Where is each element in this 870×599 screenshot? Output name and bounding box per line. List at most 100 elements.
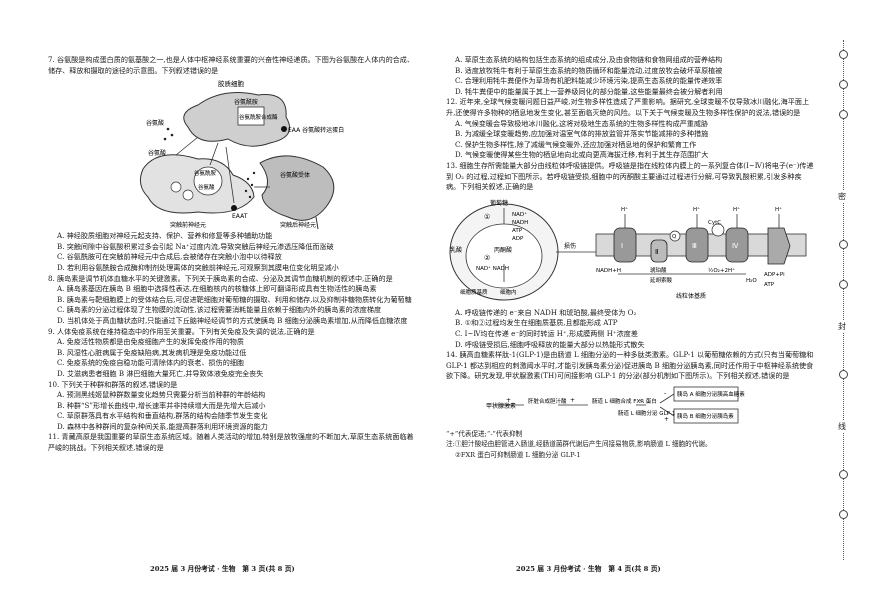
binding-hole xyxy=(839,510,848,519)
left-page-footer: 2025 届 3 月份考试 · 生物 第 3 页(共 8 页) xyxy=(150,565,295,573)
node-islet-b: 胰岛 B 细胞分泌胰岛素 xyxy=(677,412,734,420)
label-vesicle: 谷氨酸 xyxy=(198,183,215,191)
q7-option-c: C. 谷氨酰胺可在突触前神经元中合成后,会被储存在突触小泡中以待释放 xyxy=(57,252,282,262)
node-islet-a: 胰岛 A 细胞分泌胰高血糖素 xyxy=(677,390,745,398)
q7-option-b: B. 突触间隙中谷氨酸积累过多会引起 Na⁺过度内流,导致突触后神经元渗透压降低… xyxy=(57,241,334,251)
q9-option-d: D. 艾滋病患者细胞 B 淋巴细胞大量死亡,并导致体液免疫完全丧失 xyxy=(57,368,264,378)
q9-option-b: B. 风湿性心脏病属于免疫缺陷病,其发病机理是免疫功能过低 xyxy=(57,347,247,357)
node-th: 甲状腺激素 xyxy=(486,402,516,410)
q10-option-a: A. 预测黑线姬鼠种群数量变化趋势只需要分析当前种群的年龄结构 xyxy=(57,390,266,400)
glp1-flow-diagram: 甲状腺激素 肝脏合成胆汁酸 肠道 L 细胞合成 FXR 蛋白 肠道 L 细胞分泌… xyxy=(486,386,745,424)
q8-option-c: C. 胰岛素的分泌过程体现了生物膜的流动性,该过程需要消耗能量且依赖于细胞内外的… xyxy=(57,305,382,315)
label-cytc: CytC xyxy=(708,220,721,226)
q14-note-2: ②FXR 蛋白可抑制肠道 L 细胞分泌 GLP-1 xyxy=(455,451,581,460)
binding-hole xyxy=(839,110,848,119)
label-adp-pi: ADP+Pi xyxy=(764,272,785,278)
label-nad-nadh: NAD⁺ NADH xyxy=(476,265,509,272)
q8-option-a: A. 胰岛素基因在胰岛 B 细胞中选择性表达,在细胞核内的核糖体上即可翻译形成具… xyxy=(57,284,377,294)
q10-option-d: D. 森林中各种群间的复杂种间关系,能提高群落利用环境资源的能力 xyxy=(57,421,268,431)
q7-option-d: D. 若利用谷氨酰胺合成酶抑制剂处理离体的突触前神经元,可观察到其膜电位变化明显… xyxy=(57,262,339,272)
binding-margin: 密 封 线 xyxy=(821,40,866,560)
binding-hole xyxy=(839,240,848,249)
right-page-footer: 2025 届 3 月份考试 · 生物 第 4 页(共 8 页) xyxy=(516,565,661,573)
binding-dotted-line xyxy=(843,40,844,560)
label-glutamate-2: 谷氨酸 xyxy=(148,149,166,157)
label-receptor: 谷氨酸受体 xyxy=(280,171,310,179)
question-13-stem: 13. 细胞生存所需能量大部分由线粒体呼吸链提供。呼吸链是指在线粒体内膜上的一系… xyxy=(446,160,814,192)
binding-hole xyxy=(839,280,848,289)
binding-hole xyxy=(839,470,848,479)
q12-option-c: C. 保护生物多样性,除了减缓气候变暖外,还应加强对栖息地的保护和繁育工作 xyxy=(455,139,697,149)
label-h-2: H⁺ xyxy=(693,206,700,213)
binding-label-mi: 密 xyxy=(838,190,846,203)
respiratory-chain-figure: 葡萄糖 NAD⁺ NADH ATP ADP ① ② 乳酸 丙酮酸 NAD⁺ NA… xyxy=(446,194,814,306)
label-postsynaptic: 突触后神经元 xyxy=(280,221,316,229)
label-atp: ATP xyxy=(512,228,523,234)
label-h-1: H⁺ xyxy=(621,206,628,213)
label-cytoplasm: 细胞质基质 xyxy=(460,288,488,296)
q11-option-b: B. 适度放牧牦牛有利于草原生态系统的物质循环和能量流动,过度放牧会破坏草原植被 xyxy=(455,65,723,75)
question-14-stem: 14. 胰高血糖素样肽-1(GLP-1)是由肠道 L 细胞分泌的一种多肽类激素。… xyxy=(446,350,814,381)
label-glutamine-mid: 谷氨酰胺 xyxy=(194,169,217,177)
q9-option-a: A. 免疫活性物质都是由免疫细胞产生的发挥免疫作用的物质 xyxy=(57,337,244,347)
label-glutamine-top: 谷氨酰胺 xyxy=(234,98,258,106)
binding-hole xyxy=(839,370,848,379)
label-step-2: ② xyxy=(484,254,490,262)
q13-option-d: D. 呼吸链受损后,细胞呼吸释放的能量大部分以热能形式散失 xyxy=(455,339,645,349)
q7-option-a: A. 神经胶质细胞对神经元起支持、保护、营养和修复等多种辅助功能 xyxy=(57,231,273,241)
label-mito-matrix: 线粒体基质 xyxy=(676,292,706,300)
label-adp: ADP xyxy=(512,236,524,242)
label-damage: 损伤 xyxy=(564,242,576,250)
label-glutamate-1: 谷氨酸 xyxy=(146,119,164,127)
question-9-stem: 9. 人体免疫系统在维持稳态中的作用至关重要。下列有关免疫及失调的说法,正确的是 xyxy=(48,326,315,336)
question-10-stem: 10. 下列关于种群和群落的叙述,错误的是 xyxy=(48,379,178,389)
glutamate-synapse-figure: 胶质细胞 谷氨酰胺 谷氨酰胺合成酶 EAA 谷氨酸转运蛋白 谷氨酸 谷氨酸 谷氨… xyxy=(48,77,416,230)
label-water: H₂O xyxy=(746,278,757,284)
label-glutaminase: 谷氨酰胺合成酶 xyxy=(239,113,278,121)
label-complex-1: Ⅰ xyxy=(621,242,623,250)
label-glia: 胶质细胞 xyxy=(218,79,245,88)
synapse-diagram: 胶质细胞 谷氨酰胺 谷氨酰胺合成酶 EAA 谷氨酸转运蛋白 谷氨酸 谷氨酸 谷氨… xyxy=(139,79,344,230)
question-7-stem: 7. 谷氨酸是构成蛋白质的氨基酸之一,也是人体中枢神经系统重要的兴奋性神经递质。… xyxy=(48,55,414,75)
question-12-stem: 12. 近年来,全球气候变暖问题日益严峻,对生物多样性造成了严重影响。据研究,全… xyxy=(446,97,810,117)
label-complex-3: Ⅲ xyxy=(692,242,697,250)
left-page: 7. 谷氨酸是构成蛋白质的氨基酸之一,也是人体中枢神经系统重要的兴奋性神经递质。… xyxy=(0,0,432,599)
label-eaa: EAA 谷氨酸转运蛋白 xyxy=(288,126,344,134)
label-h-3: H⁺ xyxy=(733,206,740,213)
label-complex-2: Ⅱ xyxy=(655,248,658,256)
label-complex-4: Ⅳ xyxy=(732,242,739,250)
label-nadh-h: NADH+H xyxy=(596,268,621,274)
binding-label-xian: 线 xyxy=(838,420,846,433)
node-secrete: 肠道 L 细胞分泌 GLP-1 xyxy=(618,409,675,417)
node-intestine: 肠道 L 细胞合成 FXR 蛋白 xyxy=(592,397,657,405)
label-eaat: EAAT xyxy=(232,213,248,220)
q9-option-c: C. 免疫系统的免疫自稳功能可清除体内的衰老、损伤的细胞 xyxy=(57,358,245,368)
q11-option-d: D. 牦牛粪便中的能量属于其上一营养级同化的部分能量,这些能量最终会被分解者利用 xyxy=(455,86,723,96)
sign-plus-1: + xyxy=(506,397,511,404)
right-page: A. 草原生态系统的结构包括生态系统的组成成分,及由食物链和食物网组成的营养结构… xyxy=(436,0,870,599)
sign-minus-1: - xyxy=(639,397,641,404)
label-glucose: 葡萄糖 xyxy=(490,199,508,207)
q13-option-c: C. Ⅰ~Ⅳ均在传递 e⁻的同时转运 H⁺,形成膜两侧 H⁺浓度差 xyxy=(455,328,638,338)
q14-note-1: 注:①胆汁酸经由胆管进入肠道,经肠道菌群代谢后产生间接易物质,影响肠道 L 细胞… xyxy=(446,440,712,449)
sign-plus-3: + xyxy=(664,416,669,423)
binding-label-feng: 封 xyxy=(838,320,846,333)
q10-option-c: C. 草原群落具有水平结构和垂直结构,群落的结构会随季节发生变化 xyxy=(57,411,268,421)
label-inside: 细胞内 xyxy=(500,288,517,296)
right-column: A. 草原生态系统的结构包括生态系统的组成成分,及由食物链和食物网组成的营养结构… xyxy=(446,55,814,461)
q14-legend: “+”代表促进;“-”代表抑制 xyxy=(446,429,523,438)
q13-option-b: B. ①和②过程均发生在细胞质基质,且都能形成 ATP xyxy=(455,318,618,328)
q12-option-a: A. 气候变暖会导致极地冰川融化,这将对极地生态系统的生物多样性构成严重威胁 xyxy=(455,118,709,128)
label-succinate: 琥珀酸 xyxy=(650,266,667,274)
label-fumarate: 延胡索酸 xyxy=(650,276,673,284)
label-lactate: 乳酸 xyxy=(450,246,462,254)
binding-hole xyxy=(839,80,848,89)
label-q: Q xyxy=(672,234,677,240)
q11-option-a: A. 草原生态系统的结构包括生态系统的组成成分,及由食物链和食物网组成的营养结构 xyxy=(455,55,723,64)
left-column: 7. 谷氨酸是构成蛋白质的氨基酸之一,也是人体中枢神经系统重要的兴奋性神经递质。… xyxy=(48,55,416,454)
q12-option-d: D. 气候变暖使得某些生物的栖息地向北或向更高海拔迁移,有利于其生存范围扩大 xyxy=(455,150,709,160)
label-pyruvate: 丙酮酸 xyxy=(494,246,512,254)
q13-option-a: A. 呼吸链传递的 e⁻来自 NADH 和琥珀酸,最终受体为 O₂ xyxy=(455,307,637,317)
sign-minus-2: - xyxy=(664,390,666,397)
q8-option-d: D. 当机体处于高血糖状态时,只能通过下丘脑神经经调节的方式使胰岛 B 细胞分泌… xyxy=(57,315,408,325)
